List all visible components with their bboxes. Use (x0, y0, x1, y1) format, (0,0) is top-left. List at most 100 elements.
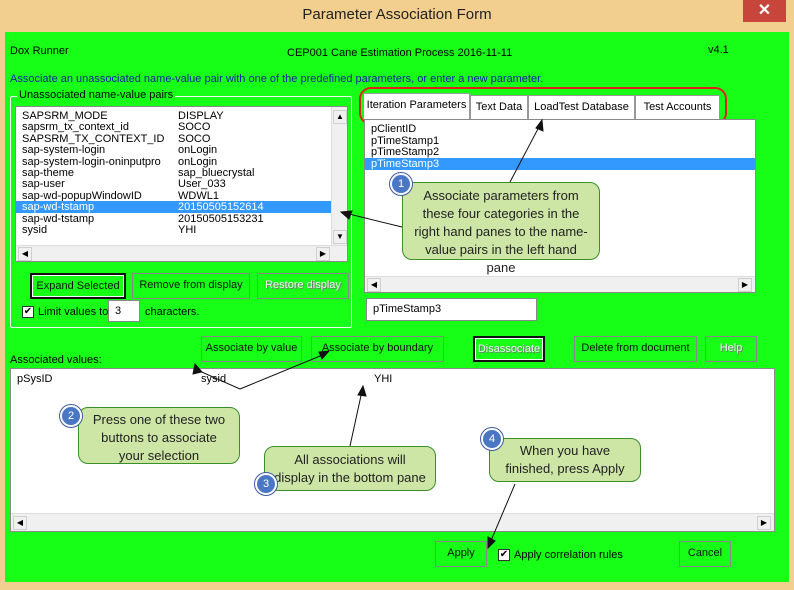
characters-label: characters. (145, 306, 200, 318)
associate-by-value-button[interactable]: Associate by value (201, 336, 302, 362)
title-bar: Parameter Association Form ✕ (0, 0, 794, 32)
callout-4-number: 4 (481, 428, 503, 450)
pair-name: sap-wd-tstamp (22, 201, 95, 214)
unassociated-row[interactable]: sap-wd-tstamp 20150505152614 (16, 201, 332, 214)
limit-values-checkbox[interactable]: ✔ (22, 306, 34, 318)
parameter-item[interactable]: pTimeStamp3 (365, 157, 755, 170)
unassociated-row[interactable]: sap-system-login-oninputpro onLogin (16, 156, 332, 168)
pair-value: WDWL1 (178, 189, 219, 202)
unassociated-hscroll[interactable]: ◀ ▶ (16, 245, 347, 261)
pair-value: SOCO (178, 132, 211, 145)
unassociated-row[interactable]: sap-theme sap_bluecrystal (16, 167, 332, 179)
app-name-label: Dox Runner (10, 45, 69, 57)
delete-from-document-button[interactable]: Delete from document (574, 336, 697, 362)
associate-by-boundary-button[interactable]: Associate by boundary (311, 336, 444, 362)
unassociated-row[interactable]: SAPSRM_MODE DISPLAY (16, 110, 332, 122)
tab-test-accounts[interactable]: Test Accounts (635, 95, 720, 119)
pair-name: sap-theme (22, 167, 74, 179)
callout-3-number: 3 (255, 473, 277, 495)
arrow-4 (489, 483, 516, 544)
remove-from-display-button[interactable]: Remove from display (132, 273, 250, 299)
parameter-item[interactable]: pTimeStamp2 (371, 146, 440, 158)
unassociated-legend: Unassociated name-value pairs (17, 89, 176, 101)
callout-1-number: 1 (390, 173, 412, 195)
callout-4: When you have finished, press Apply (489, 438, 641, 482)
callout-3-text: All associations will display in the bot… (274, 452, 426, 485)
arrowhead-1-up (535, 118, 544, 132)
scroll-left-icon[interactable]: ◀ (367, 278, 381, 292)
pair-value: sap_bluecrystal (178, 167, 255, 179)
scroll-right-icon[interactable]: ▶ (757, 516, 771, 530)
tab-loadtest-database[interactable]: LoadTest Database (528, 95, 635, 119)
arrow-3 (349, 390, 363, 447)
apply-correlation-checkbox[interactable]: ✔ (498, 549, 510, 561)
arrowhead-2-b (318, 350, 331, 360)
disassociate-button[interactable]: Disassociate (473, 336, 545, 362)
callout-2: Press one of these two buttons to associ… (78, 407, 240, 464)
pair-name: sysid (22, 224, 48, 236)
limit-values-label: Limit values to (38, 306, 109, 318)
pair-value: User_033 (178, 178, 226, 191)
parameter-item[interactable]: pClientID (371, 123, 417, 135)
cancel-button[interactable]: Cancel (679, 541, 731, 567)
scroll-up-icon[interactable]: ▲ (333, 110, 347, 124)
associated-value: YHI (374, 373, 393, 385)
unassociated-group: Unassociated name-value pairs (10, 89, 352, 328)
associated-param: pSysID (17, 373, 53, 385)
scroll-down-icon[interactable]: ▼ (333, 230, 347, 244)
pair-name: sap-system-login (22, 144, 106, 157)
arrowhead-4 (487, 536, 496, 550)
callout-2-text: Press one of these two buttons to associ… (92, 412, 226, 463)
close-icon[interactable]: ✕ (743, 0, 786, 22)
pair-name: SAPSRM_MODE (22, 110, 108, 122)
pair-value: YHI (178, 224, 197, 236)
arrowhead-2-a (192, 362, 203, 375)
callout-1-text: Associate parameters from these four cat… (414, 188, 588, 275)
associated-name: sysid (201, 373, 227, 385)
tab-text-data[interactable]: Text Data (470, 95, 528, 119)
instruction-text: Associate an unassociated name-value pai… (10, 73, 544, 85)
limit-chars-input[interactable]: 3 (108, 300, 140, 322)
associated-row[interactable]: pSysID sysid YHI (17, 373, 774, 385)
scroll-right-icon[interactable]: ▶ (316, 247, 330, 261)
unassociated-row[interactable]: sysid YHI (16, 224, 332, 236)
parameter-item[interactable]: pTimeStamp1 (371, 134, 440, 147)
pair-name: sap-system-login-oninputpro (22, 155, 161, 168)
apply-button[interactable]: Apply (435, 541, 487, 567)
annotation-arrows (192, 118, 544, 550)
restore-display-button[interactable]: Restore display (257, 273, 349, 299)
pair-value: DISPLAY (178, 110, 224, 122)
scroll-left-icon[interactable]: ◀ (13, 516, 27, 530)
pair-value: 20150505152614 (178, 201, 264, 214)
callout-4-text: When you have finished, press Apply (505, 443, 625, 476)
version-label: v4.1 (708, 44, 729, 56)
pair-name: sap-user (22, 178, 65, 191)
pair-name: sap-wd-tstamp (22, 212, 95, 225)
process-label: CEP001 Cane Estimation Process 2016-11-1… (287, 47, 513, 59)
scroll-right-icon[interactable]: ▶ (738, 278, 752, 292)
pair-value: onLogin (178, 155, 218, 168)
scroll-left-icon[interactable]: ◀ (18, 247, 32, 261)
tab-iteration-parameters[interactable]: Iteration Parameters (363, 93, 470, 119)
arrow-2-b (239, 353, 326, 390)
help-button[interactable]: Help (705, 336, 757, 362)
callout-1: Associate parameters from these four cat… (402, 182, 600, 275)
associated-hscroll[interactable]: ◀ ▶ (11, 513, 774, 531)
selected-parameter-field[interactable]: pTimeStamp3 (366, 298, 537, 321)
pair-name: sapsrm_tx_context_id (22, 121, 129, 134)
arrow-1-up (509, 124, 541, 183)
window-title: Parameter Association Form (302, 6, 492, 23)
apply-correlation-label: Apply correlation rules (514, 549, 623, 561)
form-client-area: Dox Runner CEP001 Cane Estimation Proces… (5, 32, 789, 582)
expand-selected-button[interactable]: Expand Selected (30, 273, 126, 299)
callout-2-number: 2 (60, 405, 82, 427)
unassociated-row[interactable]: sap-user User_033 (16, 178, 332, 190)
parameter-hscroll[interactable]: ◀ ▶ (365, 276, 755, 292)
